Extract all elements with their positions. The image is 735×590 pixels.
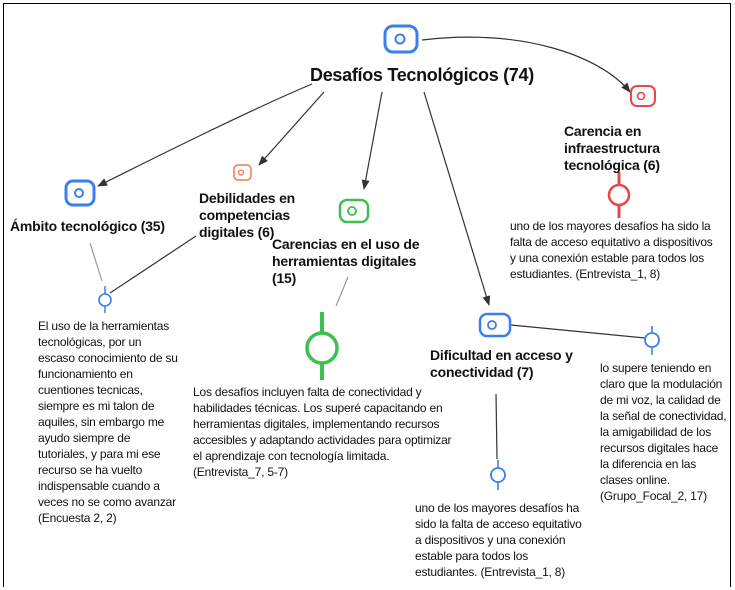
quote-icon-q5[interactable] [644, 326, 660, 355]
link-main-to-debilidades [258, 91, 325, 166]
code-label-debilidades[interactable]: Debilidades en competencias digitales (6… [199, 190, 296, 240]
link-ambito-q1 [89, 242, 103, 282]
main-node-label[interactable]: Desafíos Tecnológicos (74) [310, 65, 534, 85]
main-code-icon[interactable] [383, 24, 419, 54]
code-label-ambito[interactable]: Ámbito tecnológico (35) [10, 218, 165, 234]
link-main-to-dificultad [423, 91, 491, 306]
code-label-carencia-infra[interactable]: Carencia en infraestructura tecnológica … [564, 123, 660, 173]
link-main-to-infra [421, 36, 631, 93]
code-label-dificultad[interactable]: Dificultad en acceso y conectividad (7) [430, 347, 573, 380]
quote-icon-q3[interactable] [607, 172, 631, 218]
code-icon-ambito[interactable] [64, 179, 96, 207]
code-label-carencias-uso[interactable]: Carencias en el uso de herramientas digi… [272, 236, 420, 286]
quote-text-q1[interactable]: El uso de la herramientas tecnológicas, … [38, 319, 178, 525]
link-debilidades-q1 [109, 235, 197, 294]
code-icon-carencia-infra[interactable] [630, 85, 656, 107]
quote-text-q5[interactable]: lo supere teniendo en claro que la modul… [600, 361, 727, 503]
quote-text-q4[interactable]: uno de los mayores desafíos ha sido la f… [415, 501, 582, 579]
quote-icon-q4[interactable] [490, 460, 506, 490]
quote-icon-q1[interactable] [98, 286, 112, 313]
link-dificultad-q4 [495, 393, 498, 460]
quote-icon-q2[interactable] [305, 312, 339, 380]
code-icon-dificultad[interactable] [478, 312, 512, 338]
link-dificultad-q5 [510, 324, 646, 339]
code-icon-carencias-uso[interactable] [338, 198, 370, 224]
link-main-to-ambito [97, 83, 313, 187]
link-carencias-q2 [335, 276, 349, 307]
quote-text-q3[interactable]: uno de los mayores desafíos ha sido la f… [510, 219, 713, 281]
link-main-to-carencias-uso [361, 91, 383, 190]
code-icon-debilidades[interactable] [233, 164, 252, 181]
diagram-frame [3, 3, 731, 587]
quote-text-q2[interactable]: Los desafíos incluyen falta de conectivi… [193, 385, 452, 479]
